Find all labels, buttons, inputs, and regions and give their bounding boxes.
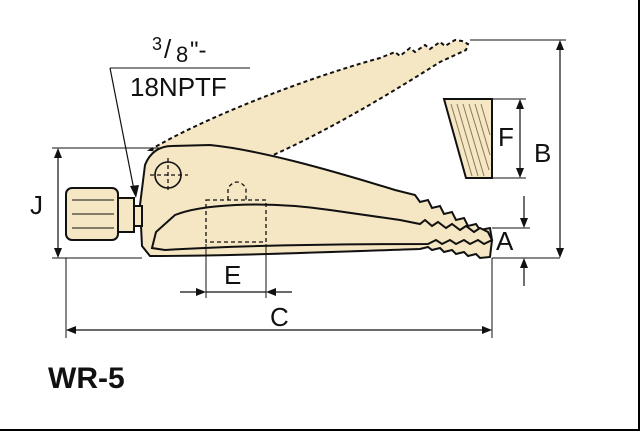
dimension-a	[492, 196, 560, 286]
upper-jaw-closed	[150, 203, 494, 252]
port-fraction-slash: /	[164, 34, 172, 64]
dim-label-j: J	[30, 190, 43, 220]
jaw-tip-section	[442, 98, 493, 179]
hidden-piston	[227, 181, 247, 200]
dimension-f	[492, 98, 526, 179]
dimension-c	[65, 258, 493, 338]
dim-label-f: F	[498, 122, 514, 152]
dimension-j	[52, 147, 160, 259]
port-thread-label: 18NPTF	[130, 72, 227, 102]
dimension-b	[470, 39, 566, 258]
dimension-e	[180, 244, 292, 298]
hydraulic-coupler	[65, 187, 143, 241]
model-label: WR-5	[48, 362, 125, 395]
port-fraction-denominator: 8	[176, 42, 188, 67]
dim-label-c: C	[270, 302, 289, 332]
dim-label-b: B	[534, 138, 551, 168]
dim-label-a: A	[496, 226, 514, 256]
upper-jaw-open-dashed	[146, 38, 470, 162]
hidden-cylinder	[205, 199, 267, 243]
port-callout	[109, 67, 250, 198]
port-fraction-suffix: "-	[190, 37, 207, 64]
port-fraction-numerator: 3	[152, 34, 162, 54]
dim-label-e: E	[224, 260, 241, 290]
